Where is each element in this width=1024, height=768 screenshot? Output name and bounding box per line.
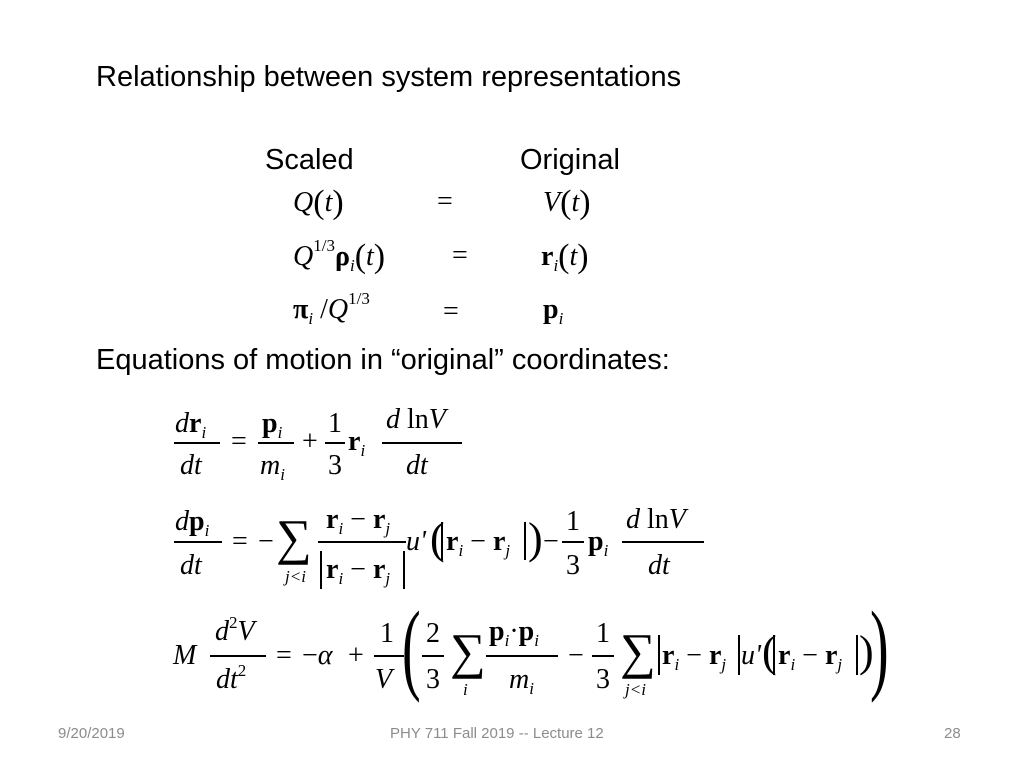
eq2-third-fraction-bar — [562, 541, 584, 543]
eq3-lhs-denominator: dt2 — [216, 661, 247, 695]
eq3-kinetic-numerator: pi·pi — [489, 616, 539, 650]
footer-page-number: 28 — [944, 725, 961, 742]
eq2-lhs-numerator: dpi — [175, 506, 210, 540]
eq2-potential-derivative: u' — [406, 526, 426, 557]
eq2-diff-fraction-bar — [318, 541, 406, 543]
eq1-dlnv-numerator: d lnV — [386, 404, 446, 435]
eq1-position-vector: ri — [348, 426, 366, 460]
eq3-sum-i-index: i — [463, 680, 468, 699]
eq2-dlnv-fraction-bar — [622, 541, 704, 543]
column-header-scaled: Scaled — [265, 144, 354, 176]
relation-volume-scaled: Q(t) — [293, 184, 344, 221]
eq2-inner-abs-left — [441, 522, 443, 560]
eq3-big-close-paren: ) — [870, 591, 889, 704]
eq1-equals: = — [231, 426, 247, 457]
relation-momentum-original: pi — [543, 294, 564, 328]
eq1-term1-numerator: pi — [262, 408, 283, 442]
eq2-inner-abs-right — [524, 522, 526, 560]
eq3-third-fraction-bar — [592, 655, 614, 657]
eq3-abs1-right — [738, 635, 740, 675]
eq3-invV-denominator: V — [375, 664, 393, 695]
eq3-two-thirds-fraction-bar — [422, 655, 444, 657]
equals-sign-1: = — [437, 186, 453, 217]
eq2-equals: = — [232, 526, 248, 557]
eq3-equals: = — [276, 640, 292, 671]
eq2-dlnv-denominator: dt — [648, 550, 670, 581]
eq3-inner-open-paren: ( — [762, 627, 777, 676]
equals-sign-3: = — [443, 296, 459, 327]
eq1-plus: + — [302, 426, 318, 457]
relation-position-scaled: Q1/3ρi(t) — [293, 236, 386, 275]
slide-title: Relationship between system representati… — [96, 61, 682, 93]
eq2-momentum-vector: pi — [588, 526, 609, 560]
eq2-third-numerator: 1 — [566, 506, 580, 537]
eq3-kinetic-denominator: mi — [509, 664, 534, 698]
footer-date: 9/20/2019 — [58, 725, 125, 742]
eq3-abs2-right — [856, 635, 858, 675]
eq2-lhs-denominator: dt — [180, 550, 202, 581]
eq1-term1-denominator: mi — [260, 450, 285, 484]
relation-position-original: ri(t) — [541, 238, 589, 275]
eq2-minus-2: − — [543, 526, 559, 557]
eq3-sum-j-index: j<i — [625, 680, 646, 699]
footer-course: PHY 711 Fall 2019 -- Lecture 12 — [390, 725, 604, 742]
eq3-neg-alpha: −α — [302, 640, 333, 671]
eq3-third-denominator: 3 — [596, 664, 610, 695]
eq2-minus: − — [258, 526, 274, 557]
eq3-abs2-left — [773, 635, 775, 675]
eq1-third-numerator: 1 — [328, 408, 342, 439]
eq3-minus: − — [568, 640, 584, 671]
eq1-third-fraction-bar — [325, 442, 345, 444]
column-header-original: Original — [520, 144, 620, 176]
eq3-lhs-numerator: d2V — [215, 613, 255, 647]
eq3-distance-1: ri − rj — [662, 640, 727, 674]
eq2-third-denominator: 3 — [566, 550, 580, 581]
eq1-lhs-denominator: dt — [180, 450, 202, 481]
eq1-dlnv-denominator: dt — [406, 450, 428, 481]
eq3-mass-M: M — [173, 640, 197, 671]
eq2-diff-denominator: ri − rj — [326, 554, 391, 588]
eq2-abs-right-bar — [403, 551, 405, 589]
eq3-invV-numerator: 1 — [380, 618, 394, 649]
eq3-plus: + — [348, 640, 364, 671]
section-subtitle: Equations of motion in “original” coordi… — [96, 344, 670, 376]
eq2-summation-index: j<i — [285, 567, 306, 586]
eq1-lhs-numerator: dri — [175, 408, 207, 442]
eq3-two-thirds-numerator: 2 — [426, 618, 440, 649]
eq3-potential-derivative: u' — [741, 640, 761, 671]
eq3-third-numerator: 1 — [596, 618, 610, 649]
eq3-big-open-paren: ( — [402, 591, 421, 704]
eq2-close-paren: ) — [528, 514, 543, 563]
eq1-term1-fraction-bar — [258, 442, 294, 444]
eq2-lhs-fraction-bar — [174, 541, 222, 543]
eq3-two-thirds-denominator: 3 — [426, 664, 440, 695]
eq2-abs-left-bar — [320, 551, 322, 589]
eq3-invV-fraction-bar — [374, 655, 404, 657]
equals-sign-2: = — [452, 240, 468, 271]
eq3-distance-2: ri − rj — [778, 640, 843, 674]
eq3-sum-i-symbol: ∑ — [450, 623, 486, 679]
relation-volume-original: V(t) — [543, 184, 591, 221]
eq2-diff-numerator: ri − rj — [326, 504, 391, 538]
eq2-dlnv-numerator: d lnV — [626, 504, 686, 535]
eq3-inner-close-paren: ) — [859, 627, 874, 676]
eq1-third-denominator: 3 — [328, 450, 342, 481]
eq1-dlnv-fraction-bar — [382, 442, 462, 444]
relation-momentum-scaled: πi /Q1/3 — [293, 289, 370, 328]
eq3-kinetic-fraction-bar — [486, 655, 558, 657]
eq3-abs1-left — [658, 635, 660, 675]
eq3-sum-j-symbol: ∑ — [620, 623, 656, 679]
eq2-inner-difference: ri − rj — [446, 526, 511, 560]
eq2-open-paren: ( — [430, 514, 445, 563]
eq2-summation-symbol: ∑ — [276, 509, 312, 565]
eq1-lhs-fraction-bar — [174, 442, 220, 444]
eq3-lhs-fraction-bar — [210, 655, 266, 657]
